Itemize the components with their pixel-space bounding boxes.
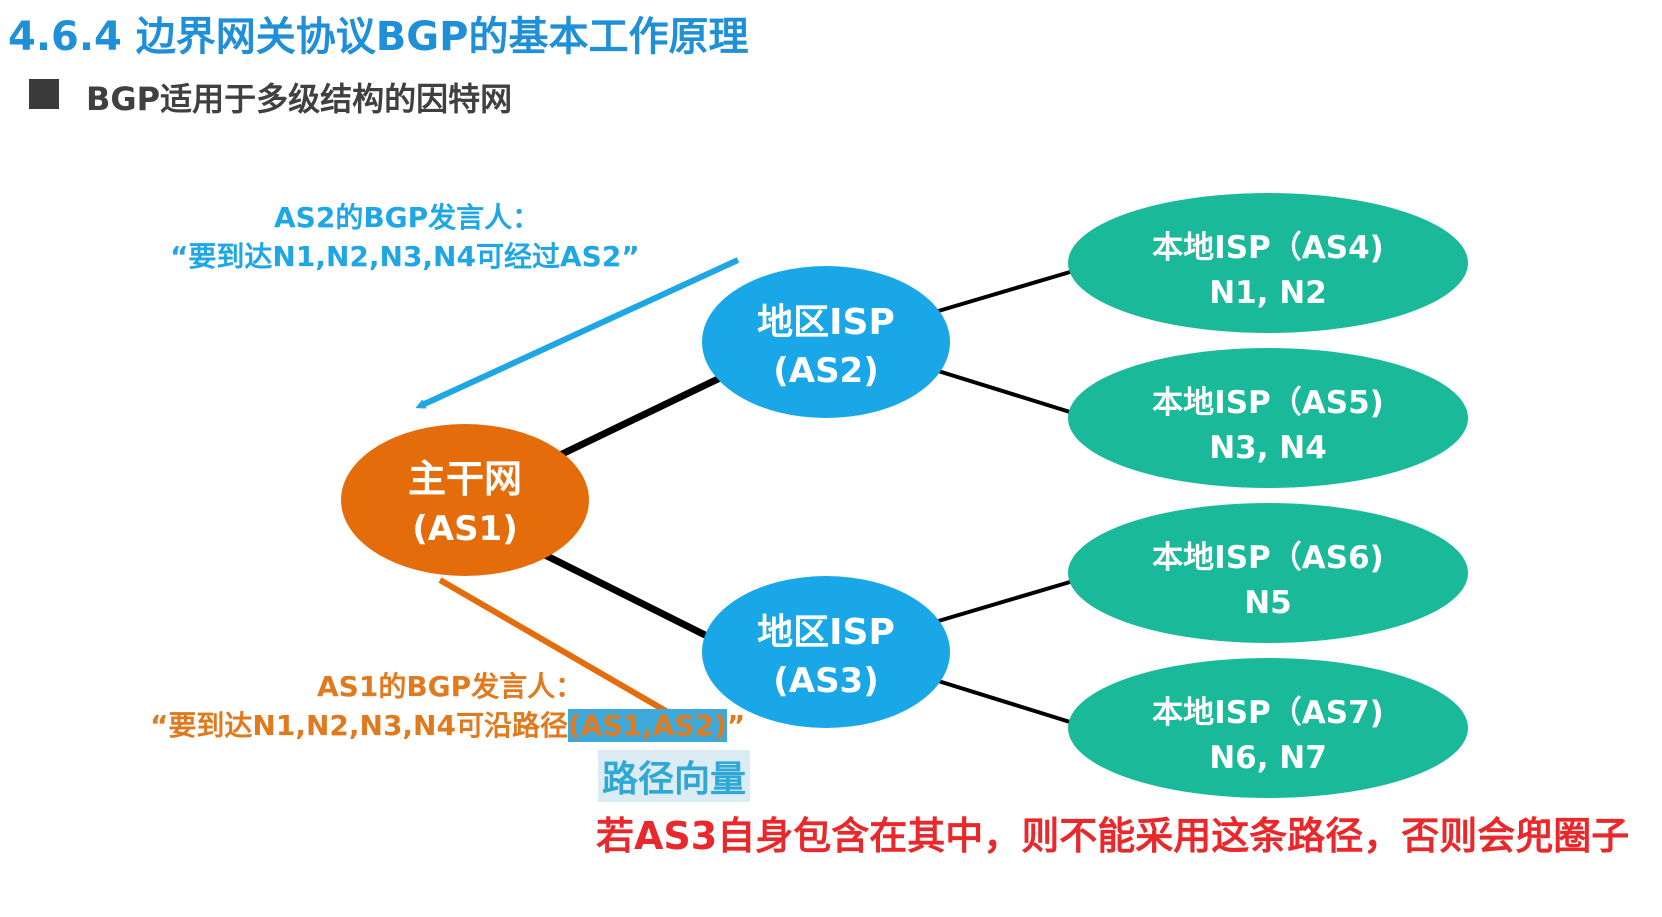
as1-speaker-quote-prefix: “要到达N1,N2,N3,N4可沿路径 (150, 709, 568, 742)
as2-speaker-title: AS2的BGP发言人： (274, 201, 541, 234)
as1-speaker-path-highlight: (AS1,AS2) (567, 709, 727, 742)
node-regional-as2: 地区ISP (AS2) (702, 266, 950, 418)
node-regional-as3-line2: (AS3) (773, 661, 879, 701)
link-as2-as4 (934, 270, 1071, 314)
node-local-as4-line1: 本地ISP（AS4) (1152, 230, 1384, 266)
slide-title: 4.6.4 边界网关协议BGP的基本工作原理 (8, 14, 749, 60)
node-local-as4: 本地ISP（AS4) N1, N2 (1068, 193, 1468, 333)
link-as1-as3 (543, 551, 717, 644)
link-as3-as7 (934, 678, 1071, 724)
bullet-square-icon (29, 79, 59, 109)
bullet-text: BGP适用于多级结构的因特网 (86, 80, 513, 118)
node-regional-as3-line1: 地区ISP (757, 612, 895, 653)
as1-speaker-title: AS1的BGP发言人： (317, 670, 584, 703)
as1-speaker-quote: “要到达N1,N2,N3,N4可沿路径(AS1,AS2)” (150, 704, 745, 744)
node-backbone-line2: (AS1) (412, 509, 518, 549)
node-local-as6-line2: N5 (1244, 585, 1292, 621)
node-local-as5-line1: 本地ISP（AS5) (1152, 385, 1384, 421)
as2-speaker-quote: “要到达N1,N2,N3,N4可经过AS2” (170, 240, 640, 273)
node-local-as4-line2: N1, N2 (1209, 275, 1327, 311)
node-backbone-as1: 主干网 (AS1) (341, 424, 589, 576)
node-backbone-line1: 主干网 (408, 457, 522, 501)
node-regional-as2-line2: (AS2) (773, 351, 879, 391)
node-local-as7-line1: 本地ISP（AS7) (1152, 695, 1384, 731)
node-local-as7-line2: N6, N7 (1209, 740, 1327, 776)
as1-announcement-arrow (438, 577, 695, 728)
path-vector-label: 路径向量 (598, 750, 751, 802)
node-regional-as2-line1: 地区ISP (757, 302, 895, 343)
node-local-as6-line1: 本地ISP（AS6) (1152, 540, 1384, 576)
node-local-as6: 本地ISP（AS6) N5 (1068, 503, 1468, 643)
link-as3-as6 (934, 580, 1071, 624)
node-local-as5-line2: N3, N4 (1209, 430, 1327, 466)
as1-speaker-quote-suffix: ” (726, 709, 746, 742)
node-local-as5: 本地ISP（AS5) N3, N4 (1068, 348, 1468, 488)
link-as1-as2 (558, 374, 722, 459)
as2-announcement-arrow (415, 257, 740, 409)
node-local-as7: 本地ISP（AS7) N6, N7 (1068, 658, 1468, 798)
link-as2-as5 (934, 368, 1071, 414)
node-regional-as3: 地区ISP (AS3) (702, 576, 950, 728)
warning-text: 若AS3自身包含在其中，则不能采用这条路径，否则会兜圈子 (596, 814, 1630, 858)
